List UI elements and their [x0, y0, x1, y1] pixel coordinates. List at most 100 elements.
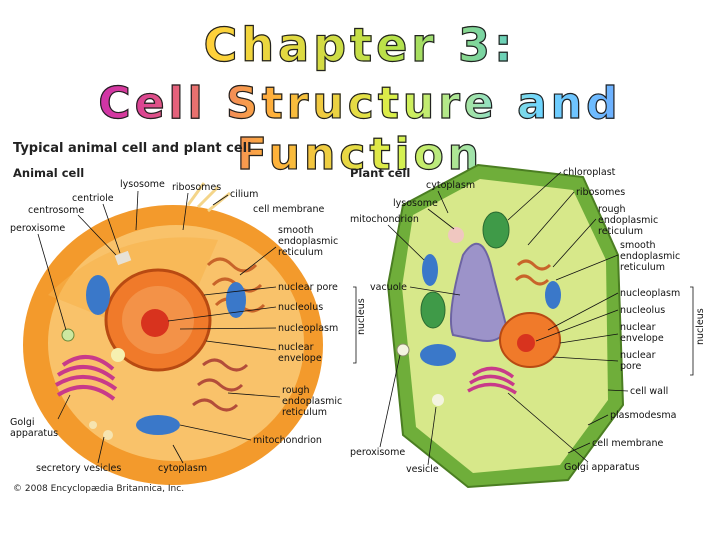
- animal-lysosome: [111, 348, 125, 362]
- leader-plant-nuclear-pore: [552, 356, 619, 362]
- leader-plant-vesicle: [427, 406, 437, 466]
- label-plant-ribosomes: ribosomes: [576, 187, 625, 198]
- leader-animal-secretory-vesicles: [97, 436, 105, 464]
- leader-animal-mitochondrion: [179, 424, 252, 441]
- cell-diagram-figure: Typical animal cell and plant cell Anima…: [8, 135, 710, 505]
- label-animal-cytoplasm: cytoplasm: [158, 463, 207, 474]
- leader-animal-cilium: [212, 194, 229, 206]
- label-plant-nucleolus: nucleolus: [620, 305, 665, 316]
- leader-plant-cell-membrane: [567, 442, 591, 454]
- leader-plant-cytoplasm: [437, 190, 449, 214]
- animal-mitochondrion-2: [226, 282, 246, 318]
- leader-plant-golgi: [507, 392, 589, 463]
- leader-animal-ribosomes: [182, 192, 189, 231]
- leader-animal-centrosome: [77, 214, 117, 256]
- leader-animal-lysosome: [135, 190, 139, 231]
- leader-plant-cell-wall: [607, 389, 629, 392]
- label-animal-nuclear-pore: nuclear pore: [278, 282, 338, 293]
- leader-animal-nucleolus: [167, 306, 277, 322]
- animal-golgi: [54, 355, 118, 401]
- leader-plant-vacuole: [409, 286, 461, 296]
- animal-mitochondrion-3: [136, 415, 180, 435]
- label-plant-cell-wall: cell wall: [630, 386, 668, 397]
- animal-mitochondrion-1: [86, 275, 110, 315]
- label-plant-nucleus-bracket: nucleus: [695, 308, 706, 345]
- title-line-1: Chapter 3:: [0, 17, 720, 72]
- plant-mitochondrion-2: [420, 344, 456, 366]
- label-animal-secretory-vesicles: secretory vesicles: [36, 463, 121, 474]
- leader-animal-golgi: [57, 394, 71, 420]
- label-plant-vacuole: vacuole: [370, 282, 407, 293]
- label-animal-nucleoplasm: nucleoplasm: [278, 323, 338, 334]
- label-plant-lysosome: lysosome: [393, 198, 438, 209]
- plant-golgi: [467, 366, 517, 395]
- plant-vesicle: [432, 394, 444, 406]
- label-animal-centriole: centriole: [72, 193, 114, 204]
- plant-er: [514, 259, 552, 286]
- animal-nucleolus: [141, 309, 169, 337]
- animal-peroxisome: [61, 328, 75, 342]
- title-line-2: Cell Structure and Function: [0, 77, 720, 180]
- leader-plant-lysosome: [427, 208, 455, 230]
- label-animal-mitochondrion: mitochondrion: [253, 435, 322, 446]
- leader-plant-mitochondrion: [387, 224, 425, 261]
- plant-cell-heading: Plant cell: [350, 166, 410, 180]
- label-plant-mitochondrion: mitochondrion: [350, 214, 419, 225]
- label-animal-nucleolus: nucleolus: [278, 302, 323, 313]
- leader-animal-peroxisome: [37, 233, 67, 331]
- label-animal-cilium: cilium: [230, 189, 258, 200]
- animal-vesicle-1: [103, 430, 113, 440]
- figure-title: Typical animal cell and plant cell: [13, 141, 252, 156]
- plant-chloroplast-2: [420, 291, 446, 329]
- plant-vacuole: [449, 242, 508, 342]
- label-animal-ribosomes: ribosomes: [172, 182, 221, 193]
- leader-plant-peroxisome: [379, 354, 401, 448]
- leader-animal-nuclear-envelope: [205, 340, 277, 351]
- label-animal-peroxisome: peroxisome: [10, 223, 65, 234]
- label-plant-plasmodesma: plasmodesma: [610, 410, 676, 421]
- plant-cell: [386, 163, 625, 489]
- leader-animal-cytoplasm: [172, 444, 184, 464]
- leader-plant-smooth-er: [555, 254, 619, 281]
- leader-plant-plasmodesma: [587, 414, 609, 426]
- leader-plant-ribosomes: [527, 191, 575, 246]
- label-animal-cell-membrane: cell membrane: [253, 204, 324, 215]
- leader-animal-centriole: [102, 203, 121, 254]
- label-animal-lysosome: lysosome: [120, 179, 165, 190]
- leader-plant-nucleoplasm: [547, 292, 619, 331]
- leader-plant-nuclear-envelope: [559, 333, 619, 344]
- plant-labels: chloroplast cytoplasm ribosomes lysosome…: [350, 167, 706, 475]
- leader-plant-nucleolus: [535, 309, 619, 342]
- plant-lysosome: [448, 227, 464, 243]
- animal-cell: [23, 182, 323, 485]
- animal-cell-heading: Animal cell: [13, 166, 84, 180]
- plant-peroxisome: [396, 343, 410, 357]
- leader-animal-nucleoplasm: [179, 327, 277, 330]
- label-plant-peroxisome: peroxisome: [350, 447, 405, 458]
- animal-vesicle-2: [89, 421, 97, 429]
- label-plant-nucleoplasm: nucleoplasm: [620, 288, 680, 299]
- centriole-icon: [114, 250, 132, 266]
- leader-plant-chloroplast: [507, 171, 562, 221]
- leader-animal-rough-er: [227, 392, 281, 398]
- label-plant-cell-membrane: cell membrane: [592, 438, 663, 449]
- plant-chloroplast-1: [482, 211, 510, 249]
- plant-mitochondrion-3: [545, 281, 561, 309]
- animal-nucleus-bracket: [353, 286, 357, 364]
- leader-animal-smooth-er: [239, 246, 277, 276]
- animal-rough-er: [192, 358, 249, 412]
- animal-labels: lysosome ribosomes cilium centriole cent…: [10, 179, 367, 474]
- leader-plant-rough-er: [552, 218, 597, 268]
- label-plant-cytoplasm: cytoplasm: [426, 180, 475, 191]
- plant-nucleus-bracket: [690, 286, 694, 376]
- plant-mitochondrion-1: [422, 254, 438, 286]
- leader-animal-nuclear-pore: [203, 286, 277, 296]
